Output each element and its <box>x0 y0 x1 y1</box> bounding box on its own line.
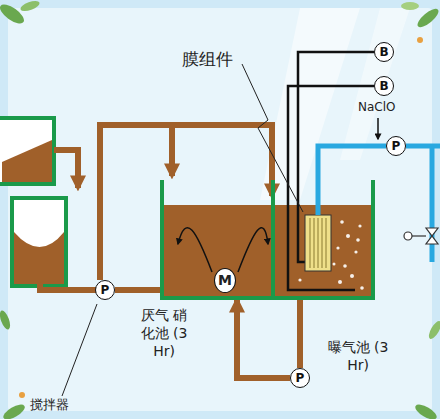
tank-sludge <box>164 205 371 296</box>
leaf-decoration <box>19 0 41 13</box>
sludge-pipe <box>115 290 225 293</box>
chemical-label: NaClO <box>358 101 396 115</box>
air-bubble <box>343 264 347 268</box>
settling-unit <box>0 118 66 286</box>
air-bubble <box>298 278 301 281</box>
settling-unit <box>12 198 66 286</box>
return-pump: P <box>290 368 310 388</box>
air-bubble <box>298 220 363 290</box>
leaf-decoration <box>427 319 440 340</box>
background <box>340 8 410 160</box>
air-bubble <box>354 250 357 253</box>
tank-sludge <box>275 205 371 296</box>
tank-sludge <box>164 205 271 296</box>
valve-symbol <box>404 228 438 244</box>
air-bubble <box>333 263 336 266</box>
dosing-arrow <box>377 118 379 139</box>
leaf-decoration <box>0 309 12 331</box>
sludge-pipe <box>54 150 78 188</box>
aeration-tank: 曝气池 (3 Hr) <box>275 180 375 300</box>
leaf-decoration <box>417 37 423 43</box>
air-bubble <box>358 224 361 227</box>
leaf-decoration <box>415 6 440 30</box>
settling-unit <box>14 232 64 284</box>
mixing-flow-arrow <box>178 228 268 272</box>
blower-pump: B <box>374 42 394 62</box>
air-pipe <box>288 180 355 290</box>
permeate-pipe <box>316 180 321 215</box>
air-bubble <box>340 220 344 224</box>
pump-letter: P <box>101 284 110 296</box>
tank-label: 厌气 硝化池 (3 Hr) <box>134 306 194 361</box>
air-bubble <box>336 246 339 249</box>
sludge-pipe <box>40 284 96 290</box>
valve-symbol <box>412 235 426 236</box>
leaf-decoration <box>0 1 27 27</box>
leaf-decoration <box>413 402 439 419</box>
mixer-letter: M <box>218 271 232 289</box>
air-bubble <box>346 234 350 238</box>
valve-symbol <box>404 232 412 240</box>
permeate-pipe <box>406 144 440 149</box>
blower-pump: B <box>374 76 394 96</box>
leaf-decoration <box>1 402 27 419</box>
air-bubble <box>350 274 354 278</box>
permeate-pump: P <box>386 136 406 156</box>
leader-line <box>62 64 303 396</box>
membrane-module <box>310 218 326 268</box>
background <box>8 8 432 411</box>
membrane-module <box>305 215 331 271</box>
permeate-pipe <box>318 146 440 262</box>
settling-unit <box>2 140 52 182</box>
air-pipe <box>298 180 305 262</box>
part-label: 搅拌器 <box>30 398 69 413</box>
pump-letter: B <box>379 46 388 58</box>
pump-letter: P <box>296 372 305 384</box>
air-pipe <box>298 52 374 180</box>
dosing-arrow <box>377 118 379 139</box>
sludge-pipe <box>169 125 175 176</box>
settling-unit <box>0 118 54 184</box>
air-pipe <box>288 180 355 290</box>
air-bubble <box>356 238 360 242</box>
valve-symbol <box>426 228 438 244</box>
mixer-symbol: M <box>214 268 236 293</box>
leaf-decoration <box>19 392 25 398</box>
mixing-flow-arrow <box>238 228 268 272</box>
sludge-pipe <box>297 300 303 368</box>
membrane-module <box>305 215 331 271</box>
leaf-decoration <box>401 2 419 10</box>
pump-letter: P <box>392 140 401 152</box>
anoxic-tank: M厌气 硝化池 (3 Hr) <box>160 180 275 300</box>
air-bubble <box>338 280 342 284</box>
part-label: 膜组件 <box>182 50 233 70</box>
pump-letter: B <box>379 80 388 92</box>
air-bubble <box>360 286 364 290</box>
return-pipe <box>237 300 290 378</box>
tank-label: 曝气池 (3 Hr) <box>327 338 389 374</box>
permeate-pipe <box>318 146 386 180</box>
mixing-flow-arrow <box>178 228 212 272</box>
feed-pump: P <box>95 280 115 300</box>
pipe-group <box>115 52 386 378</box>
leader-line <box>62 304 97 396</box>
